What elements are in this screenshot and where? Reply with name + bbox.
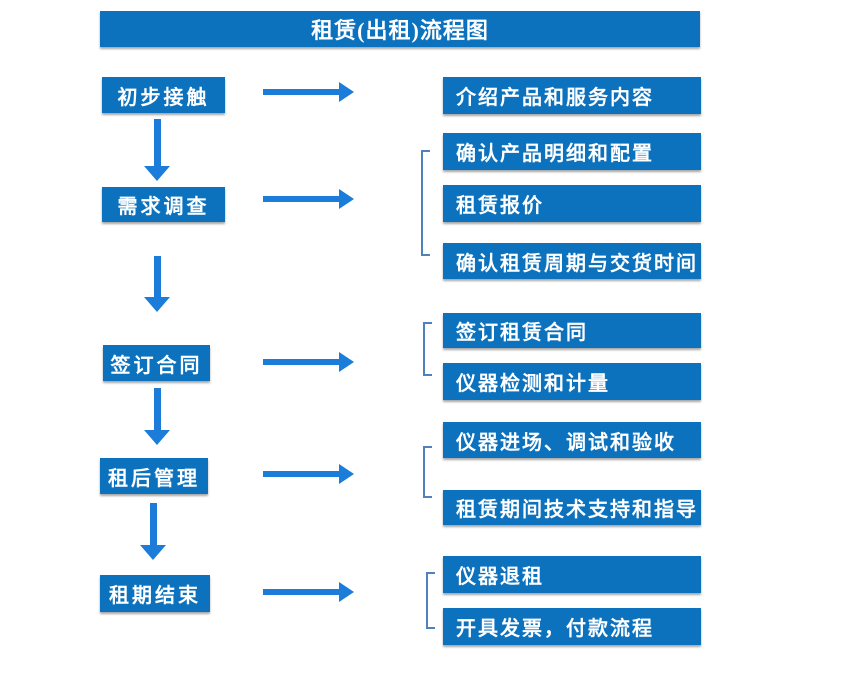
arrow-head [144,166,170,181]
right-arrow-icon [263,464,354,484]
stage-demand-survey: 需求调查 [102,187,225,222]
arrow-head [144,430,170,445]
right-arrow-icon [263,189,354,209]
stage-rental-end: 租期结束 [100,575,210,612]
down-arrow-icon [144,119,170,181]
arrow-head [339,189,354,209]
right-arrow-icon [263,352,354,372]
bracket-connector [423,322,432,376]
detail-box: 确认产品明细和配置 [443,133,701,170]
arrow-shaft [149,503,157,545]
down-arrow-icon [144,256,170,312]
arrow-shaft [263,359,339,365]
arrow-shaft [153,119,161,166]
arrow-head [144,297,170,312]
arrow-shaft [263,196,339,202]
detail-box: 仪器进场、调试和验收 [443,422,701,458]
arrow-head [339,464,354,484]
arrow-head [140,545,166,560]
arrow-shaft [263,89,339,95]
stage-sign-contract: 签订合同 [103,345,210,381]
down-arrow-icon [144,388,170,445]
arrow-shaft [153,388,161,430]
arrow-shaft [153,256,161,297]
right-arrow-icon [263,582,354,602]
detail-box: 签订租赁合同 [443,313,701,348]
arrow-shaft [263,471,339,477]
down-arrow-icon [140,503,166,560]
bracket-connector [426,572,435,629]
arrow-head [339,582,354,602]
stage-initial-contact: 初步接触 [102,77,225,113]
right-arrow-icon [263,82,354,102]
arrow-head [339,82,354,102]
detail-box: 租赁期间技术支持和指导 [443,490,701,525]
detail-box: 确认租赁周期与交货时间 [443,243,701,279]
arrow-shaft [263,589,339,595]
arrow-head [339,352,354,372]
detail-box: 仪器退租 [443,556,701,593]
bracket-connector [423,446,432,498]
stage-post-rental-management: 租后管理 [100,458,208,494]
detail-box: 仪器检测和计量 [443,363,701,400]
detail-box: 介绍产品和服务内容 [443,77,701,114]
detail-box: 租赁报价 [443,185,701,222]
bracket-connector [421,150,430,256]
detail-box: 开具发票，付款流程 [443,608,701,645]
flowchart-title: 租赁(出租)流程图 [100,11,700,47]
